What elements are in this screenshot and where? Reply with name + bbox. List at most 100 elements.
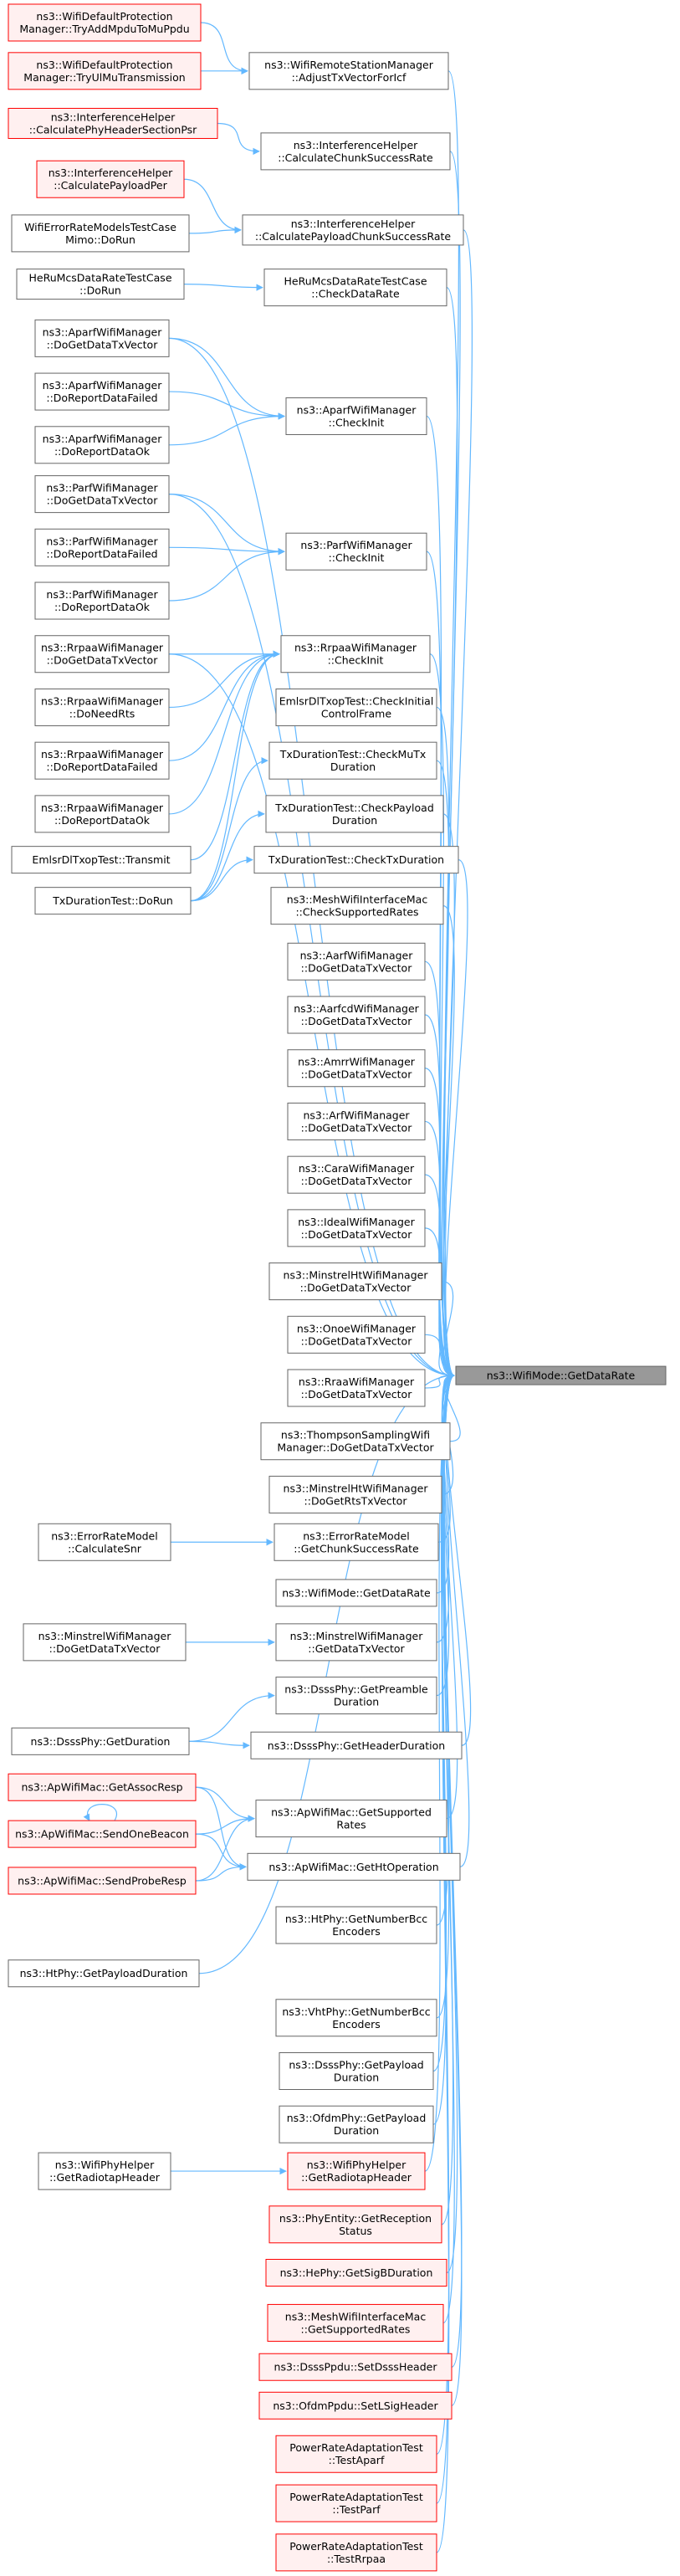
node-label: ns3::RrpaaWifiManager [41,694,164,707]
function-node[interactable]: ns3::ThompsonSamplingWifiManager::DoGetD… [260,1422,451,1461]
function-node[interactable]: TxDurationTest::CheckTxDuration [253,846,459,874]
function-node[interactable]: ns3::ParfWifiManager::CheckInit [285,532,427,571]
function-node[interactable]: EmlsrDlTxopTest::Transmit [11,846,192,874]
function-node[interactable]: ns3::InterferenceHelper::CalculatePayloa… [242,214,464,246]
node-label: Duration [332,814,377,827]
function-node[interactable]: ns3::ApWifiMac::SendOneBeacon [8,1820,197,1848]
function-node[interactable]: ns3::RraaWifiManager::DoGetDataTxVector [287,1369,426,1407]
function-node[interactable]: ns3::HtPhy::GetPayloadDuration [8,1959,200,1988]
function-node[interactable]: ns3::WifiPhyHelper::GetRadiotapHeader [38,2152,171,2190]
node-label: ns3::MinstrelWifiManager [38,1630,172,1642]
function-node[interactable]: ns3::AarfWifiManager::DoGetDataTxVector [287,942,426,981]
function-node[interactable]: ns3::ParfWifiManager::DoGetDataTxVector [34,475,170,514]
node-box [275,1906,437,1944]
node-label: ::DoGetDataTxVector [301,1334,413,1347]
function-node[interactable]: ns3::ArfWifiManager::DoGetDataTxVector [287,1102,426,1140]
function-node[interactable]: ns3::WifiPhyHelper::GetRadiotapHeader [287,2152,426,2190]
function-node[interactable]: ns3::AmrrWifiManager::DoGetDataTxVector [287,1049,426,1088]
function-node[interactable]: ns3::WifiMode::GetDataRate [275,1579,437,1607]
function-node[interactable]: ns3::ParfWifiManager::DoReportDataOk [34,581,170,620]
call-edge [188,1740,250,1749]
function-node[interactable]: ns3::MinstrelWifiManager::DoGetDataTxVec… [23,1623,187,1662]
function-node[interactable]: ns3::MinstrelHtWifiManager::DoGetDataTxV… [268,1262,442,1301]
target-node[interactable]: ns3::WifiMode::GetDataRate [455,1365,667,1385]
node-label: ns3::RraaWifiManager [299,1375,415,1388]
function-node[interactable]: ns3::RrpaaWifiManager::DoNeedRts [34,688,170,726]
function-node[interactable]: ns3::OfdmPhy::GetPayloadDuration [279,2105,434,2143]
node-box [275,688,437,726]
node-box [287,942,426,981]
edge-layer [83,22,473,2553]
function-node[interactable]: ns3::WifiDefaultProtectionManager::TryAd… [8,3,202,42]
node-box [11,846,192,874]
function-node[interactable]: EmlsrDlTxopTest::CheckInitialControlFram… [275,688,437,726]
function-node[interactable]: ns3::MeshWifiInterfaceMac::GetSupportedR… [267,2303,444,2342]
function-node[interactable]: ns3::RrpaaWifiManager::DoReportDataOk [34,795,170,833]
function-node[interactable]: ns3::AparfWifiManager::CheckInit [285,397,427,435]
function-node[interactable]: ns3::MinstrelHtWifiManager::DoGetRtsTxVe… [268,1475,442,1513]
function-node[interactable]: ns3::AparfWifiManager::DoReportDataFaile… [34,372,170,411]
function-node[interactable]: ns3::InterferenceHelper::CalculatePhyHea… [8,107,218,139]
node-box [275,2435,437,2473]
function-node[interactable]: ns3::ApWifiMac::SendProbeResp [8,1867,197,1895]
function-node[interactable]: ns3::RrpaaWifiManager::CheckInit [280,635,431,673]
function-node[interactable]: ns3::WifiDefaultProtectionManager::TryUl… [8,52,202,90]
function-node[interactable]: ns3::ApWifiMac::GetAssocResp [8,1773,197,1801]
function-node[interactable]: ns3::ApWifiMac::GetHtOperation [247,1852,461,1881]
call-edge [183,284,263,291]
node-label: Status [339,2225,372,2237]
node-label: ns3::MinstrelHtWifiManager [284,1482,429,1494]
function-node[interactable]: ns3::DsssPhy::GetPayloadDuration [279,2052,434,2091]
node-box [34,887,192,915]
function-node[interactable]: HeRuMcsDataRateTestCase::DoRun [16,269,185,300]
function-node[interactable]: ns3::OnoeWifiManager::DoGetDataTxVector [287,1315,426,1354]
function-node[interactable]: ns3::OfdmPpdu::SetLSigHeader [258,2391,452,2420]
function-node[interactable]: ns3::ErrorRateModel::CalculateSnr [38,1523,171,1561]
function-node[interactable]: ns3::ApWifiMac::GetSupportedRates [255,1800,447,1838]
function-node[interactable]: ns3::AarfcdWifiManager::DoGetDataTxVecto… [287,996,426,1034]
function-node[interactable]: PowerRateAdaptationTest::TestAparf [275,2435,437,2473]
function-node[interactable]: ns3::MeshWifiInterfaceMac::CheckSupporte… [270,887,444,925]
function-node[interactable]: ns3::IdealWifiManager::DoGetDataTxVector [287,1209,426,1247]
node-box [268,2205,442,2244]
node-box [8,1820,197,1848]
function-node[interactable]: ns3::CaraWifiManager::DoGetDataTxVector [287,1155,426,1194]
function-node[interactable]: ns3::AparfWifiManager::DoGetDataTxVector [34,319,170,357]
node-label: Manager::TryAddMpduToMuPpdu [19,23,189,35]
function-node[interactable]: ns3::DsssPpdu::SetDsssHeader [258,2353,452,2381]
function-node[interactable]: ns3::MinstrelWifiManager::GetDataTxVecto… [275,1623,437,1662]
function-node[interactable]: PowerRateAdaptationTest::TestRrpaa [275,2533,437,2572]
node-label: ns3::HtPhy::GetPayloadDuration [20,1967,188,1979]
node-label: ns3::WifiMode::GetDataRate [282,1586,431,1599]
function-node[interactable]: ns3::AparfWifiManager::DoReportDataOk [34,426,170,464]
function-node[interactable]: ns3::RrpaaWifiManager::DoGetDataTxVector [34,635,170,673]
function-node[interactable]: ns3::WifiRemoteStationManager::AdjustTxV… [248,52,449,90]
function-node[interactable]: ns3::RrpaaWifiManager::DoReportDataFaile… [34,741,170,780]
node-box [275,1999,437,2037]
function-node[interactable]: ns3::DsssPhy::GetDuration [11,1727,190,1755]
node-box [34,372,170,411]
function-node[interactable]: PowerRateAdaptationTest::TestParf [275,2484,437,2522]
node-label: ::DoRun [79,284,121,297]
node-label: ::AdjustTxVectorForIcf [292,71,406,84]
node-label: ::TestAparf [329,2454,385,2466]
function-node[interactable]: ns3::InterferenceHelper::CalculatePayloa… [36,160,185,198]
call-edge [444,859,468,1380]
function-node[interactable]: ns3::ErrorRateModel::GetChunkSuccessRate [274,1523,439,1561]
function-node[interactable]: HeRuMcsDataRateTestCase::CheckDataRate [263,269,447,307]
function-node[interactable]: TxDurationTest::DoRun [34,887,192,915]
function-node[interactable]: ns3::InterferenceHelper::CalculateChunkS… [260,132,451,171]
node-label: ::CalculatePayloadPer [54,179,167,192]
node-label: TxDurationTest::CheckMuTx [279,748,427,761]
function-node[interactable]: ns3::ParfWifiManager::DoReportDataFailed [34,528,170,566]
function-node[interactable]: ns3::DsssPhy::GetHeaderDuration [250,1731,463,1759]
function-node[interactable]: ns3::HePhy::GetSigBDuration [265,2259,447,2287]
node-box [34,688,170,726]
